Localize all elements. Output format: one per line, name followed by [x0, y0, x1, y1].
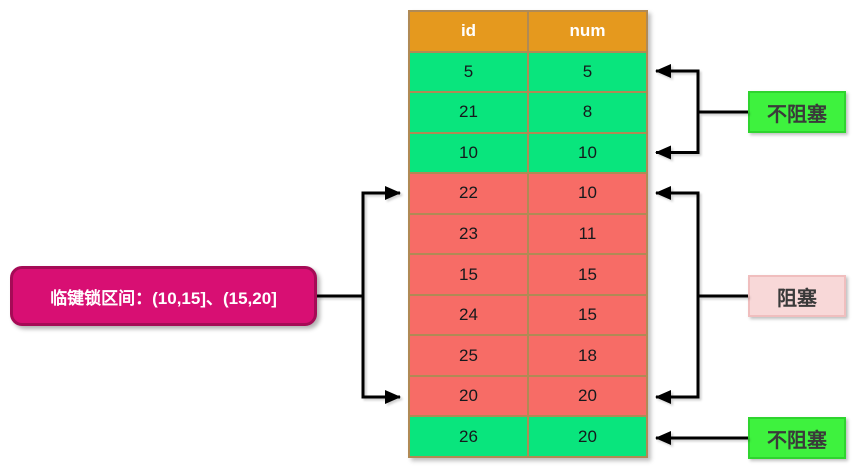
table-cell: 15 [529, 255, 646, 294]
not-blocking-top-box: 不阻塞 [748, 91, 846, 133]
lock-table: id num 5 5 21 8 10 10 22 10 23 11 15 15 … [408, 10, 648, 458]
table-cell: 22 [410, 174, 527, 213]
table-cell: 5 [529, 52, 646, 92]
not-blocking-top-label: 不阻塞 [767, 103, 827, 126]
table-cell: 15 [410, 255, 527, 294]
table-cell: 20 [410, 376, 527, 416]
table-cell: 20 [529, 376, 646, 416]
lock-range-label: 临键锁区间：(10,15]、(15,20] [50, 288, 277, 308]
blocking-box: 阻塞 [748, 275, 846, 317]
lock-range-box: 临键锁区间：(10,15]、(15,20] [10, 266, 317, 326]
blocking-label: 阻塞 [777, 287, 817, 310]
table-cell: 11 [529, 214, 646, 254]
table-cell: 23 [410, 214, 527, 254]
column-header-id: id [410, 12, 527, 51]
table-cell: 20 [529, 417, 646, 456]
table-cell: 15 [529, 295, 646, 335]
arrow-blocking [655, 186, 748, 404]
table-cell: 21 [410, 93, 527, 132]
column-header-num: num [529, 12, 646, 51]
arrow-not-blocking-top [655, 64, 748, 160]
table-cell: 5 [410, 52, 527, 92]
not-blocking-bottom-label: 不阻塞 [767, 429, 827, 452]
table-cell: 24 [410, 295, 527, 335]
table-cell: 8 [529, 93, 646, 132]
table-cell: 10 [529, 133, 646, 173]
table-cell: 10 [410, 133, 527, 173]
table-cell: 26 [410, 417, 527, 456]
arrow-lock-range [317, 186, 401, 404]
table-cell: 10 [529, 174, 646, 213]
table-cell: 18 [529, 336, 646, 375]
not-blocking-bottom-box: 不阻塞 [748, 417, 846, 459]
table-cell: 25 [410, 336, 527, 375]
